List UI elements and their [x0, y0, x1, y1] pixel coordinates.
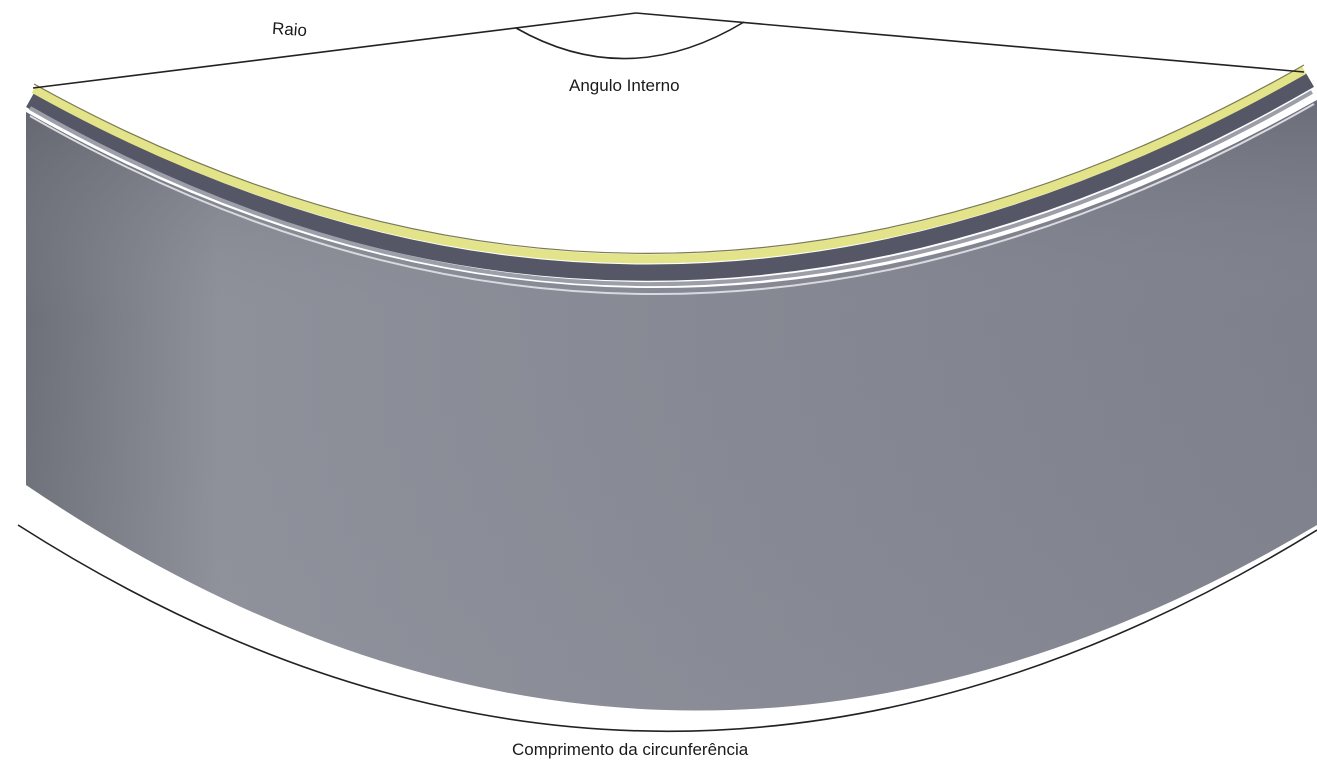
internal-angle-arc — [515, 21, 745, 60]
internal-angle-label: Angulo Interno — [569, 76, 680, 95]
radius-line-right — [635, 12, 1305, 73]
highlight-strip — [31, 66, 1307, 264]
radius-label: Raio — [271, 18, 308, 41]
circumference-arc — [17, 524, 1317, 732]
circumference-length-label: Comprimento da circunferência — [512, 740, 749, 759]
inner-rim-groove — [29, 90, 1313, 286]
highlight-strip-outline — [33, 64, 1305, 254]
inner-rim-edge — [29, 103, 1315, 295]
radius-line-left — [32, 12, 637, 89]
inner-rim-shadow — [26, 73, 1314, 281]
